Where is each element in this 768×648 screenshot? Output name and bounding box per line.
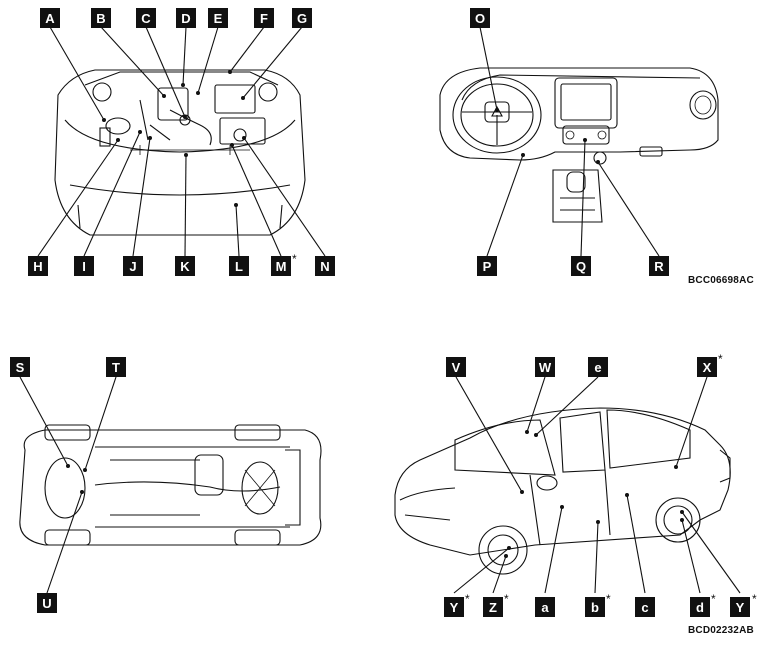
callout-w: W [535, 357, 555, 377]
asterisk-y-front: * [465, 592, 470, 606]
asterisk-x: * [718, 352, 723, 366]
exterior-drawing [394, 376, 741, 594]
callout-o: O [470, 8, 490, 28]
callout-c: C [136, 8, 156, 28]
callout-u: U [37, 593, 57, 613]
asterisk-b: * [606, 592, 611, 606]
callout-e-lower: e [588, 357, 608, 377]
callout-v: V [446, 357, 466, 377]
callout-a: A [40, 8, 60, 28]
callout-q: Q [571, 256, 591, 276]
figure-code-bottom: BCD02232AB [688, 625, 754, 636]
callout-l: L [229, 256, 249, 276]
callout-p: P [477, 256, 497, 276]
callout-c-lower: c [635, 597, 655, 617]
callout-h: H [28, 256, 48, 276]
callout-b-lower: b [585, 597, 605, 617]
callout-i: I [74, 256, 94, 276]
engine-bay-drawing [37, 26, 326, 257]
underbody-drawing [19, 376, 322, 594]
callout-k: K [175, 256, 195, 276]
callout-e: E [208, 8, 228, 28]
callout-r: R [649, 256, 669, 276]
callout-d: D [176, 8, 196, 28]
callout-a-lower: a [535, 597, 555, 617]
callout-g: G [292, 8, 312, 28]
callout-n: N [315, 256, 335, 276]
callout-m: M [271, 256, 291, 276]
asterisk-z: * [504, 592, 509, 606]
callout-t: T [106, 357, 126, 377]
asterisk-d: * [711, 592, 716, 606]
callout-y-rear: Y [730, 597, 750, 617]
callout-y-front: Y [444, 597, 464, 617]
callout-b: B [91, 8, 111, 28]
callout-f: F [254, 8, 274, 28]
callout-x: X [697, 357, 717, 377]
callout-s: S [10, 357, 30, 377]
callout-d-lower: d [690, 597, 710, 617]
callout-j: J [123, 256, 143, 276]
asterisk-m: * [292, 252, 297, 266]
figure-code-top: BCC06698AC [688, 275, 754, 286]
dashboard-drawing [439, 26, 719, 257]
asterisk-y-rear: * [752, 592, 757, 606]
callout-z: Z [483, 597, 503, 617]
